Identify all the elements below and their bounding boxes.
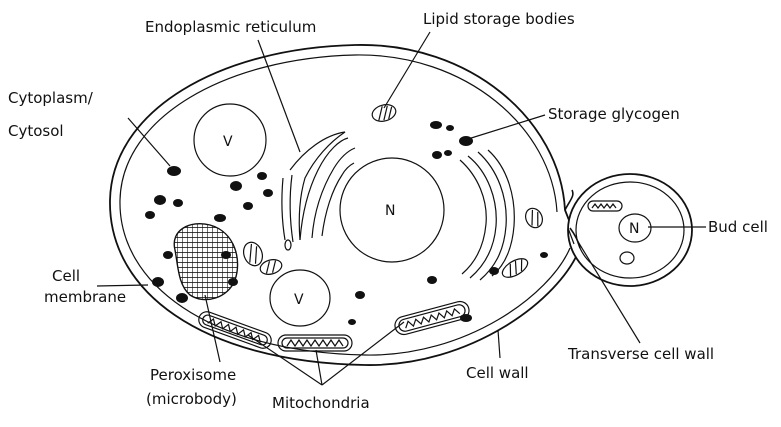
label-bud-cell: Bud cell — [708, 218, 768, 236]
label-transverse-cell-wall: Transverse cell wall — [567, 345, 714, 363]
label-peroxisome-line2: (microbody) — [146, 390, 237, 408]
label-storage-glycogen: Storage glycogen — [548, 105, 680, 123]
label-lipid-storage-bodies: Lipid storage bodies — [423, 10, 575, 28]
label-peroxisome-line1: Peroxisome — [150, 366, 236, 384]
label-cytoplasm-line2: Cytosol — [8, 122, 64, 140]
label-cell-membrane-line1: Cell — [52, 267, 80, 285]
nucleus-marker: N — [385, 203, 395, 219]
label-cell-wall: Cell wall — [466, 364, 529, 382]
label-cytoplasm-line1: Cytoplasm/ — [8, 89, 94, 107]
leader-cell-membrane — [97, 285, 148, 286]
label-cell-membrane-line2: membrane — [44, 288, 126, 306]
leader-cell-wall — [498, 330, 500, 358]
vacuole-top-marker: V — [223, 134, 233, 150]
label-endoplasmic-reticulum: Endoplasmic reticulum — [145, 18, 316, 36]
bud-nucleus-marker: N — [629, 221, 639, 237]
bud-cell: N — [568, 174, 692, 286]
label-mitochondria: Mitochondria — [272, 394, 370, 412]
vacuole-bottom-marker: V — [294, 292, 304, 308]
